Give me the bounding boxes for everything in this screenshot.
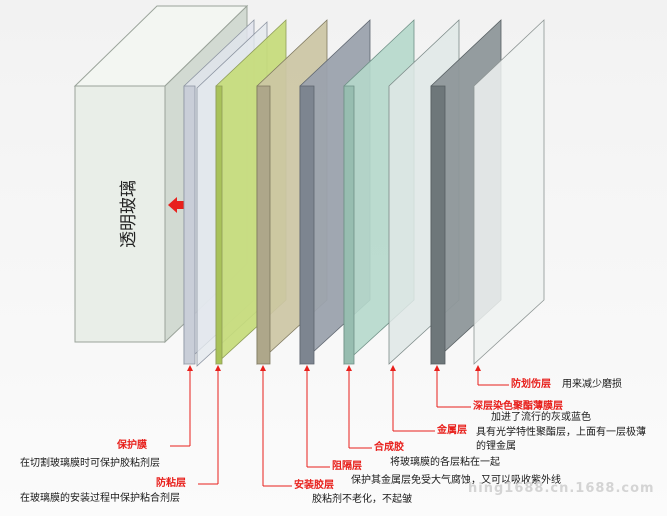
label-scratch-resistant: 防划伤层	[511, 379, 551, 390]
label-metal-layer: 金属层	[437, 425, 467, 436]
leader-lines	[170, 365, 509, 487]
label-laminating-adhesive: 合成胶	[374, 442, 404, 453]
desc-mounting-adhesive: 胶粘剂不老化，不起皱	[312, 494, 412, 505]
label-protective-film: 保护膜	[117, 440, 147, 451]
label-mounting-adhesive: 安装胶层	[294, 480, 334, 491]
film-layer-scratch-resistant	[473, 19, 545, 365]
apply-direction-arrow	[168, 197, 185, 213]
desc-metal-layer: 具有光学特性聚酯层，上面有一层极薄的锂金属	[476, 427, 646, 452]
desc-scratch-resistant: 用来减少磨损	[562, 379, 622, 390]
desc-release-layer: 在玻璃膜的安装过程中保护粘合剂层	[20, 493, 180, 504]
desc-protective-film: 在切割玻璃膜时可保护胶粘剂层	[20, 458, 160, 469]
label-dyed-polyester: 深层染色聚酯薄膜层	[473, 401, 563, 412]
label-release-layer: 防粘层	[156, 478, 186, 489]
desc-laminating-adhesive: 将玻璃膜的各层粘在一起	[390, 457, 500, 468]
desc-dyed-polyester: 加进了流行的灰或蓝色	[491, 412, 591, 423]
glass-label: 透明玻璃	[119, 180, 139, 248]
watermark: hing1688.cn.1688.com	[468, 481, 655, 496]
label-barrier-layer: 阻隔层	[332, 461, 362, 472]
desc-barrier-layer: 保护其金属层免受大气腐蚀，又可以吸收紫外线	[351, 475, 561, 486]
